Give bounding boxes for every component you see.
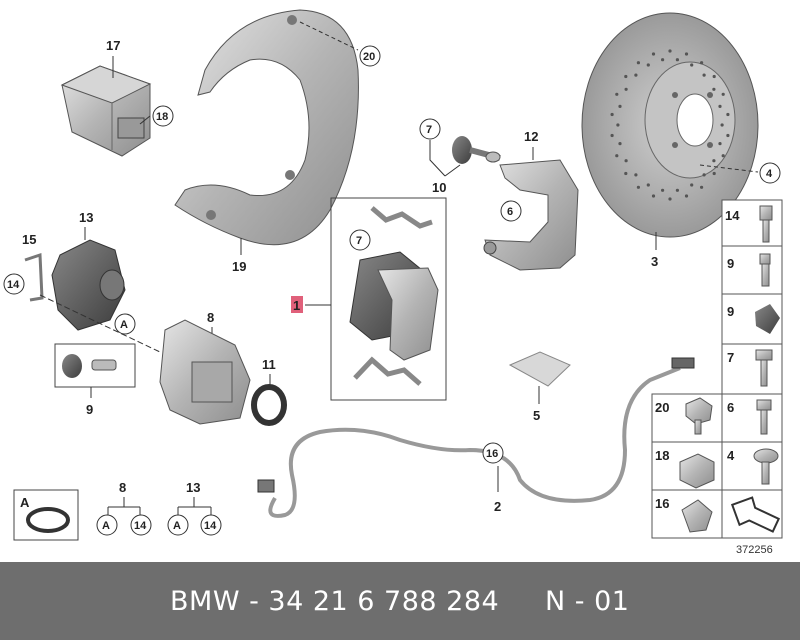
reference-number: 372256 — [736, 544, 773, 556]
callout-2: 2 — [494, 499, 501, 514]
callout-18a: 18 — [156, 111, 168, 123]
callout-16a: 16 — [486, 448, 498, 460]
callout-13: 13 — [79, 210, 93, 225]
pad-clips-bottom — [353, 356, 422, 386]
callout-a2: A — [102, 520, 110, 532]
brake-disc-part — [581, 12, 759, 238]
callout-20a: 20 — [363, 51, 375, 63]
callout-circle-7a — [419, 118, 441, 140]
brake-dust-shield-part — [174, 9, 359, 246]
callout-6a: 6 — [507, 206, 513, 218]
callout-a1: A — [120, 319, 128, 331]
callout-5: 5 — [533, 408, 540, 423]
callout-4a: 4 — [766, 168, 773, 180]
guide-boot-part — [452, 136, 501, 164]
callout-9b: 9 — [727, 256, 734, 271]
bracket-part — [24, 252, 44, 302]
callout-13b: 13 — [186, 480, 200, 495]
parking-brake-motor-part — [51, 239, 126, 331]
repair-kit-frame — [54, 343, 136, 388]
callout-14c: 14 — [134, 520, 147, 532]
part-number-banner: BMW - 34 21 6 788 284 N - 01 — [0, 562, 800, 640]
o-ring-part — [26, 507, 70, 533]
callout-circle-a1 — [114, 313, 136, 335]
callout-3: 3 — [651, 254, 658, 269]
callout-6b: 6 — [727, 400, 734, 415]
control-unit-part — [60, 65, 152, 157]
highlight-marker — [291, 296, 303, 313]
callout-16b: 16 — [655, 496, 669, 511]
callout-20b: 20 — [655, 400, 669, 415]
legend-a-label: A — [20, 495, 30, 510]
pad-clips-top — [370, 206, 433, 229]
repair-kit-part — [62, 354, 117, 378]
callout-circle-14c — [130, 514, 152, 536]
callout-circle-a2 — [96, 514, 118, 536]
callout-12: 12 — [524, 129, 538, 144]
revision-text: N - 01 — [545, 585, 630, 617]
callout-14d: 14 — [204, 520, 217, 532]
callout-circle-6a — [500, 200, 522, 222]
callout-4b: 4 — [727, 448, 735, 463]
callout-15: 15 — [22, 232, 36, 247]
callout-11: 11 — [262, 357, 276, 372]
brake-pad-part — [349, 251, 439, 361]
callout-1: 1 — [293, 298, 300, 313]
callout-9: 9 — [86, 402, 93, 417]
wear-sensor-part — [257, 357, 695, 518]
callout-circle-a3 — [167, 514, 189, 536]
callout-circle-7b — [349, 229, 371, 251]
caliper-carrier-part — [483, 159, 579, 271]
callout-8: 8 — [207, 310, 214, 325]
callout-circle-14a — [3, 273, 25, 295]
callout-14a: 14 — [7, 279, 20, 291]
arrow-symbol — [730, 496, 781, 533]
callout-10: 10 — [432, 180, 446, 195]
callout-8b: 8 — [119, 480, 126, 495]
brake-caliper-part — [159, 319, 251, 425]
callout-18b: 18 — [655, 448, 669, 463]
grease-packet-part — [508, 351, 571, 387]
callout-circle-14d — [200, 514, 222, 536]
callout-7c: 7 — [727, 350, 734, 365]
callout-9c: 9 — [727, 304, 734, 319]
callout-a3: A — [173, 520, 181, 532]
brake-pad-kit-frame — [330, 197, 447, 401]
callout-7a: 7 — [426, 124, 432, 136]
callout-circle-18a — [152, 105, 174, 127]
callout-17: 17 — [106, 38, 120, 53]
piston-seal-part — [251, 384, 287, 426]
callout-19: 19 — [232, 259, 246, 274]
callout-circle-16a — [482, 442, 504, 464]
part-number-text: BMW - 34 21 6 788 284 — [170, 585, 500, 617]
callout-14b: 14 — [725, 208, 740, 223]
diagram-canvas: 17 18 20 19 7 10 12 6 4 — [3, 9, 783, 556]
callout-circle-20a — [359, 45, 381, 67]
callout-7b: 7 — [356, 235, 362, 247]
callout-circle-4a — [759, 162, 781, 184]
